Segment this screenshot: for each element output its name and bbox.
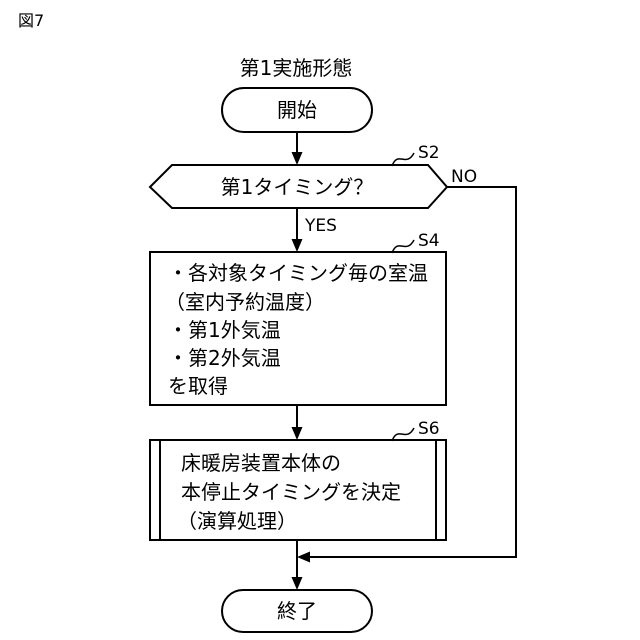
start-terminal: 開始 (222, 88, 372, 132)
no-label: NO (451, 167, 477, 187)
decision-node: 第1タイミング？ (150, 165, 447, 208)
decision-label: 第1タイミング？ (221, 175, 374, 199)
arrow-determine-to-end (292, 540, 303, 590)
yes-label: YES (304, 216, 337, 236)
determine-line-3: （演算処理） (177, 509, 297, 533)
step-label-s4: S4 (418, 231, 440, 251)
arrow-yes-to-acquire (292, 208, 303, 252)
acquire-process-box: ・各対象タイミング毎の室温 （室内予約温度） ・第1外気温 ・第2外気温 を取得 (150, 252, 446, 405)
acquire-line-4: ・第2外気温 (168, 346, 281, 370)
arrowhead-down (292, 152, 303, 165)
step-label-s6: S6 (418, 419, 440, 439)
arrow-acquire-to-determine (292, 405, 303, 440)
acquire-line-5: を取得 (168, 374, 228, 398)
figure-label: 図7 (18, 11, 44, 30)
acquire-line-1: ・各対象タイミング毎の室温 (168, 261, 428, 285)
arrowhead-down (292, 577, 303, 590)
arrowhead-left (297, 552, 310, 563)
determine-line-1: 床暖房装置本体の (181, 451, 341, 475)
acquire-line-2: （室内予約温度） (165, 290, 325, 314)
end-terminal: 終了 (222, 590, 372, 632)
step-label-s2: S2 (418, 143, 440, 163)
acquire-line-3: ・第1外気温 (168, 318, 281, 342)
determine-line-2: 本停止タイミングを決定 (181, 480, 401, 504)
determine-process-box: 床暖房装置本体の 本停止タイミングを決定 （演算処理） (150, 440, 446, 540)
arrowhead-down (292, 239, 303, 252)
end-label: 終了 (277, 599, 317, 623)
arrowhead-down (292, 427, 303, 440)
arrow-start-to-decision (292, 132, 303, 165)
embodiment-title: 第1実施形態 (240, 56, 353, 80)
start-label: 開始 (277, 98, 317, 122)
